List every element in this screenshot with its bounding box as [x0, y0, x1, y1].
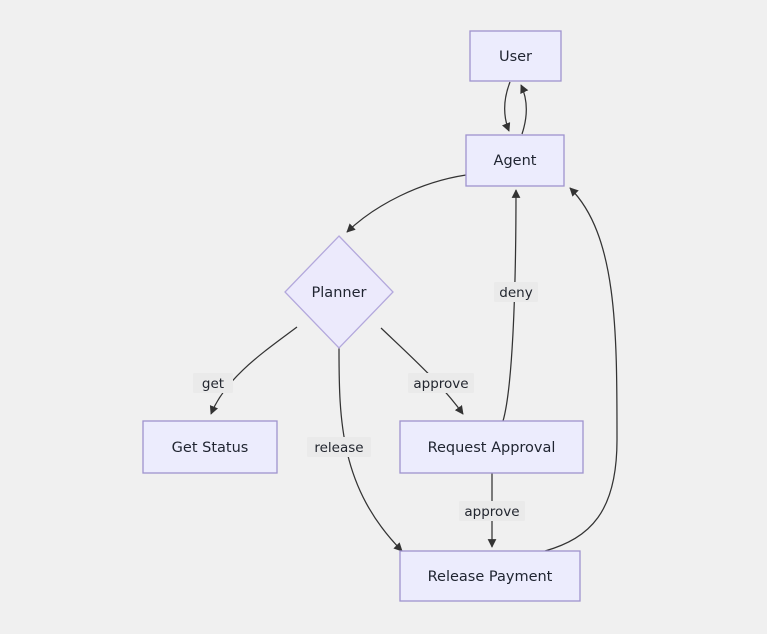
- edge-label-deny: deny: [494, 282, 538, 302]
- edge-label-get: get: [193, 373, 233, 393]
- edge-label-approve-planner: approve: [408, 373, 474, 393]
- edge-agent-to-planner[interactable]: [346, 174, 467, 233]
- node-release-payment[interactable]: Release Payment: [399, 550, 581, 602]
- edge-agent-to-user[interactable]: [520, 84, 529, 135]
- edge-label-release: release: [307, 437, 371, 457]
- node-agent[interactable]: Agent: [465, 134, 565, 187]
- edge-planner-to-request[interactable]: [380, 327, 464, 415]
- edge-label-approve-request: approve: [459, 501, 525, 521]
- node-request-approval[interactable]: Request Approval: [399, 420, 584, 474]
- node-planner[interactable]: Planner: [284, 235, 394, 349]
- node-user[interactable]: User: [469, 30, 562, 82]
- edge-user-to-agent[interactable]: [502, 81, 511, 132]
- edge-planner-to-status[interactable]: [209, 326, 298, 415]
- edge-release-to-agent[interactable]: [544, 187, 618, 552]
- node-get-status[interactable]: Get Status: [142, 420, 278, 474]
- edge-request-to-agent[interactable]: [502, 189, 521, 422]
